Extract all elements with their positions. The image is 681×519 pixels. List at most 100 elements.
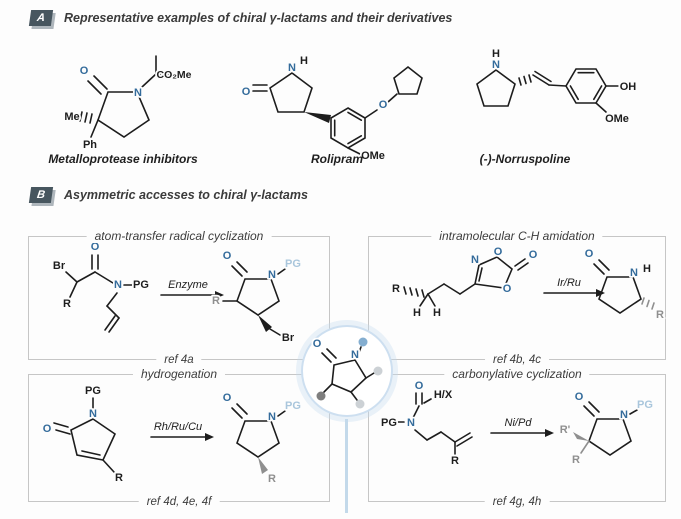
atom-label-r-prod: R (656, 309, 664, 321)
atom-label-r1-prod: R' (560, 424, 571, 436)
atom-label-ph: Ph (83, 139, 97, 151)
compound-name-rolipram: Rolipram (310, 152, 363, 166)
atom-label-h-prod: H (643, 263, 651, 275)
atom-label-pg: PG (133, 279, 149, 291)
reaction-scheme-ch-amidation: Ir/Ru R H H N O O O O N H R (390, 244, 666, 323)
atom-label-n: N (407, 417, 415, 429)
atom-label-r: R (392, 283, 400, 295)
atom-label-hx: H/X (434, 389, 453, 401)
bonds (397, 392, 473, 455)
stereo-hash (641, 297, 655, 310)
atom-label-h: H (300, 55, 308, 67)
atom-label-h2: H (433, 307, 441, 319)
atom-label-pg: PG (85, 385, 101, 397)
bonds (79, 55, 170, 138)
reaction-scheme-hydrogenation: Rh/Ru/Cu PG N O R O N PG R (41, 383, 303, 487)
stereo-wedge (573, 432, 589, 441)
bonds (65, 254, 133, 333)
structure-metalloprotease-inhibitor: O N CO₂Me Me Ph (63, 55, 193, 153)
core-scaffold-circle: O N (301, 325, 393, 417)
reaction-ref-ch-amidation: ref 4b, 4c (485, 354, 549, 366)
atom-label-n: N (288, 62, 296, 74)
reaction-box-ch-amidation: intramolecular C-H amidation (368, 229, 666, 366)
bonds-product (593, 259, 642, 314)
atom-label-pg-prod: PG (285, 400, 301, 412)
reagent-label: Ni/Pd (505, 417, 533, 429)
atom-label-pg: PG (381, 417, 397, 429)
atom-label-n: N (471, 254, 479, 266)
atom-label-n: N (114, 279, 122, 291)
bonds (252, 65, 423, 155)
atom-label-n-prod: N (268, 269, 276, 281)
bonds (403, 256, 529, 307)
atom-label-oh: OH (620, 81, 637, 93)
panel-b-title: Asymmetric accesses to chiral γ-lactams (64, 188, 308, 202)
atom-label-o: O (415, 380, 424, 392)
atom-label-r-prod: R (212, 295, 220, 307)
atom-label-n: N (492, 59, 500, 71)
bonds-r-substituent (580, 440, 590, 454)
stereo-wedge (258, 457, 268, 474)
atom-label-r: R (115, 472, 123, 484)
reaction-title-ch-amidation: intramolecular C-H amidation (431, 229, 603, 243)
atom-label-n: N (351, 349, 359, 361)
stereo-wedge (258, 315, 272, 332)
atom-label-n-prod: N (630, 267, 638, 279)
atom-label-r-prod: R (268, 473, 276, 485)
atom-label-o: O (43, 423, 52, 435)
c5-substituent-dot (373, 366, 383, 376)
bonds-product (231, 403, 286, 458)
connector-line (345, 419, 348, 513)
bonds (321, 346, 375, 401)
reaction-arrow (150, 433, 214, 441)
atom-label-n-prod: N (620, 409, 628, 421)
reaction-arrow (490, 429, 554, 437)
structure-rolipram: O N H O OMe (240, 53, 423, 164)
bonds-product (222, 261, 286, 336)
c4-substituent-dot (355, 399, 365, 409)
reaction-box-hydrogenation: hydrogenation Rh/Ru/Cu PG (28, 367, 330, 508)
atom-label-o-prod: O (223, 392, 232, 404)
atom-label-o: O (91, 241, 100, 253)
compound-name-metalloprotease: Metalloprotease inhibitors (48, 152, 198, 166)
reaction-arrow (543, 289, 605, 297)
bonds-product (583, 401, 638, 456)
reaction-ref-hydrogenation: ref 4d, 4e, 4f (138, 496, 220, 508)
reagent-label: Enzyme (168, 279, 208, 291)
atom-label-ome: OMe (361, 150, 385, 162)
atom-label-r: R (63, 298, 71, 310)
reagent-label: Rh/Ru/Cu (154, 421, 202, 433)
n-substituent-dot (358, 337, 368, 347)
atom-label-r: R (451, 455, 459, 467)
reaction-box-atom-transfer: atom-transfer radical cyclization Enzyme (28, 229, 330, 366)
reaction-scheme-atom-transfer: Enzyme Br O R N PG O N PG R Br (51, 239, 303, 346)
reaction-title-hydrogenation: hydrogenation (132, 367, 226, 381)
atom-label-n: N (134, 87, 142, 99)
c3-substituent-dot (316, 391, 326, 401)
atom-label-o-exo: O (529, 249, 538, 261)
atom-label-h: H (492, 48, 500, 60)
atom-label-br-prod: Br (282, 332, 295, 344)
reaction-box-carbonylative: carbonylative cyclization Ni/Pd (368, 367, 666, 508)
atom-label-o: O (313, 338, 322, 350)
atom-label-o: O (80, 65, 89, 77)
atom-label-br: Br (53, 260, 66, 272)
atom-label-ether-o: O (379, 99, 388, 111)
atom-label-o4: O (503, 283, 512, 295)
atom-label-o1: O (494, 246, 503, 258)
atom-label-r-prod: R (572, 454, 580, 466)
reagent-label: Ir/Ru (557, 277, 581, 289)
reaction-scheme-carbonylative: Ni/Pd O H/X PG N R O N PG R' R (379, 378, 654, 469)
atom-label-pg-prod: PG (637, 399, 653, 411)
atom-label-o-prod: O (575, 391, 584, 403)
reaction-ref-carbonylative: ref 4g, 4h (484, 496, 550, 508)
compound-name-norruspoline: (-)-Norruspoline (479, 152, 571, 166)
panel-a-title: Representative examples of chiral γ-lact… (64, 11, 453, 25)
bonds (53, 397, 117, 473)
atom-label-n: N (89, 408, 97, 420)
reaction-title-atom-transfer: atom-transfer radical cyclization (86, 229, 272, 243)
reaction-ref-atom-transfer: ref 4a (156, 354, 202, 366)
atom-label-n-prod: N (268, 411, 276, 423)
atom-label-pg-prod: PG (285, 258, 301, 270)
